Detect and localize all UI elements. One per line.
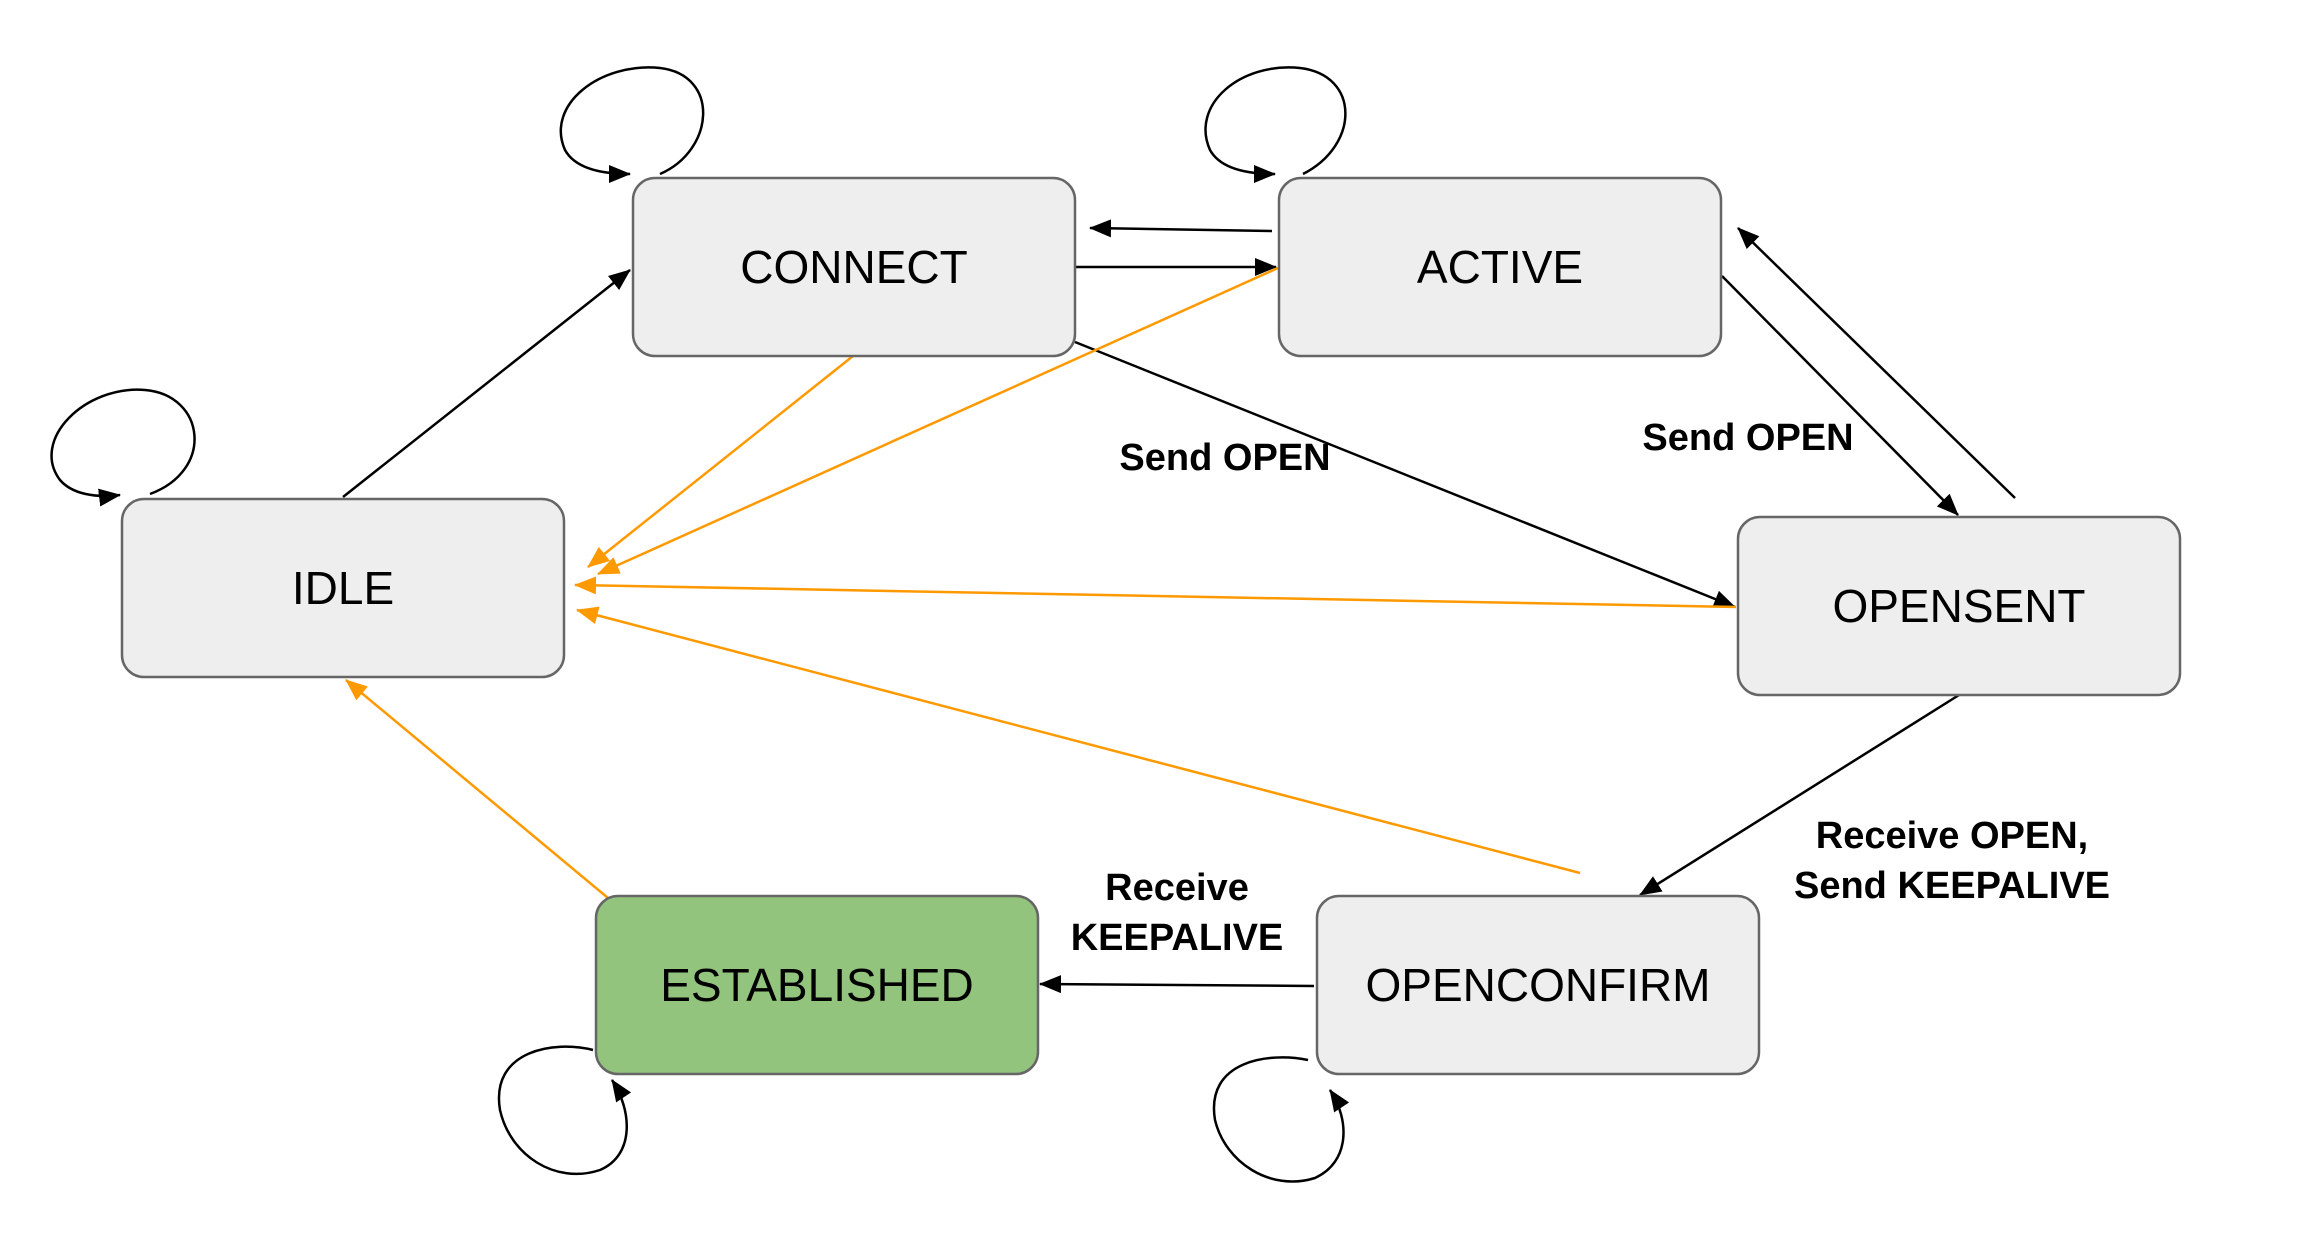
state-established-label: ESTABLISHED [660, 959, 974, 1011]
idle-to-connect-arrow [342, 269, 631, 498]
state-established: ESTABLISHED [594, 894, 1040, 1076]
established-to-idle-arrow [345, 679, 609, 899]
connect-to-idle-arrow [587, 355, 854, 568]
edge-label-opensent-openconfirm-line2: Send KEEPALIVE [1794, 865, 2110, 907]
state-connect: CONNECT [631, 176, 1077, 358]
active-self-loop [1204, 66, 1347, 183]
state-active: ACTIVE [1277, 176, 1723, 358]
state-opensent: OPENSENT [1736, 515, 2182, 697]
openconfirm-to-idle-arrow [576, 606, 1581, 875]
state-active-box [1277, 176, 1723, 358]
state-connect-label: CONNECT [740, 241, 967, 293]
state-idle: IDLE [120, 497, 566, 679]
opensent-to-idle-arrow [574, 576, 1737, 609]
state-established-box [594, 894, 1040, 1076]
state-idle-label: IDLE [292, 562, 394, 614]
state-opensent-box [1736, 515, 2182, 697]
state-openconfirm-box [1315, 894, 1761, 1076]
opensent-to-openconfirm-arrow [1639, 693, 1960, 897]
state-openconfirm-label: OPENCONFIRM [1366, 959, 1711, 1011]
openconfirm-self-loop [1212, 1056, 1350, 1183]
edge-label-openconfirm-established-line1: Receive [1105, 867, 1249, 909]
active-to-opensent-arrow [1721, 275, 1959, 516]
established-self-loop [497, 1045, 632, 1176]
connect-self-loop [559, 66, 705, 183]
state-idle-box [120, 497, 566, 679]
state-openconfirm: OPENCONFIRM [1315, 894, 1761, 1076]
active-to-idle-arrow [597, 266, 1279, 576]
edge-label-connect-opensent: Send OPEN [1119, 437, 1330, 479]
idle-self-loop [50, 388, 196, 507]
edge-label-active-opensent: Send OPEN [1642, 417, 1853, 459]
openconfirm-to-established-arrow [1039, 975, 1315, 994]
state-opensent-label: OPENSENT [1832, 580, 2085, 632]
edge-label-opensent-openconfirm-line1: Receive OPEN, [1816, 815, 2088, 857]
active-to-connect-arrow [1089, 219, 1273, 238]
opensent-to-active-arrow [1737, 227, 2016, 499]
connect-to-opensent-arrow [1074, 340, 1736, 609]
state-connect-box [631, 176, 1077, 358]
edge-label-openconfirm-established-line2: KEEPALIVE [1071, 917, 1284, 959]
state-active-label: ACTIVE [1417, 241, 1583, 293]
